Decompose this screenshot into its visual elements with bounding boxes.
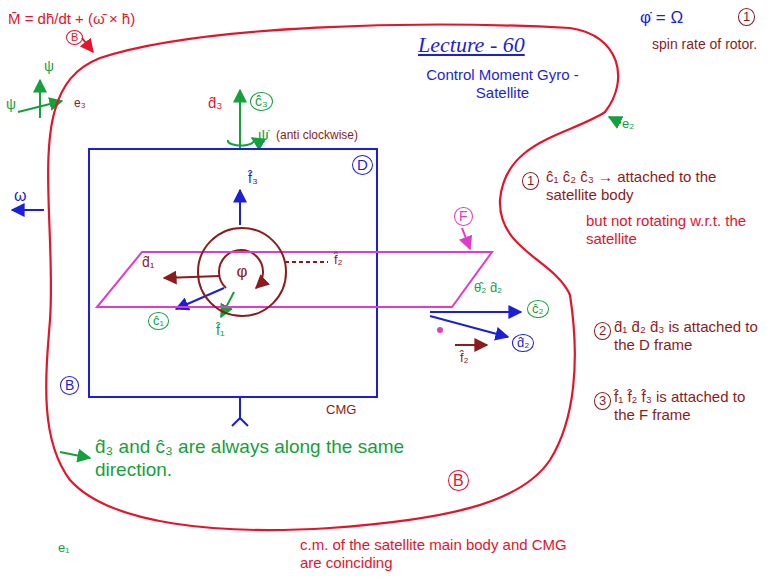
vector-label: d̂₂ <box>512 334 534 352</box>
axis-label: e₁ <box>58 540 70 556</box>
d2-arrow <box>430 316 508 337</box>
equation: M̄ = dh̄/dt + (ω̄ × h̄) <box>8 10 135 28</box>
rotor-disc: φ <box>197 227 287 317</box>
part-name: CMG <box>326 402 356 418</box>
axis-label: e₃ <box>74 96 86 110</box>
body-outline <box>46 25 618 530</box>
plane-outline <box>97 252 492 307</box>
frame-label: B <box>60 376 79 395</box>
vector-label: f̂₁ <box>216 322 225 339</box>
pointer-arrow <box>462 228 470 249</box>
vector-label: ĉ₂ <box>527 300 549 318</box>
equation: φ̇ = Ω <box>640 8 683 28</box>
note: (anti clockwise) <box>276 128 358 142</box>
spin-arrow <box>219 250 263 288</box>
list-number: 2 <box>594 322 611 340</box>
page-number: 1 <box>738 8 755 26</box>
axis-arrow <box>39 80 41 118</box>
vector-label: d̂₁ <box>142 254 155 271</box>
vector-label: ĉ₁ <box>148 312 169 330</box>
axis-label: e₂ <box>622 116 634 132</box>
f2-dashed-line <box>285 261 328 263</box>
note: ĉ₁ ĉ₂ ĉ₃ → attached to the satellite … <box>546 168 761 204</box>
f2-arrow <box>455 344 487 346</box>
pointer-arrow <box>609 117 621 123</box>
frame-label: B <box>66 30 83 45</box>
angle-label: ψ <box>6 96 16 113</box>
vector-label: f̂₂ <box>334 252 343 268</box>
point-dot <box>437 327 443 333</box>
axis-arrow <box>18 101 62 112</box>
note: f̂₁ f̂₂ f̂₃ is attached to the F frame <box>614 388 764 424</box>
note: but not rotating w.r.t. the satellite <box>586 212 761 248</box>
angle-label: ψ <box>44 58 54 75</box>
frame-label: B <box>448 470 469 491</box>
note: spin rate of rotor. <box>652 36 762 53</box>
outline <box>97 202 497 308</box>
rotor-angle: φ <box>236 262 247 282</box>
vector-label: ĉ₃ <box>250 92 273 111</box>
rotor-plane: Fφ <box>97 202 497 308</box>
vector-label: ω <box>14 186 27 205</box>
rate-label: ψ̇ <box>258 126 269 144</box>
rotation-arrow <box>228 138 254 146</box>
omega-arrow <box>12 209 44 211</box>
vector-label: d̂₃ <box>208 94 222 112</box>
gimbal-frame: DFφ <box>88 148 378 398</box>
frame-label: F <box>454 207 473 226</box>
note: d̂₁ d̂₂ d̂₃ is attached to the D frame <box>614 318 764 354</box>
d1-arrow <box>164 276 220 278</box>
vector-label: θ̂₂ d̂₂ <box>474 280 502 296</box>
lecture-title: Lecture - 60 <box>418 32 525 58</box>
f3-arrow <box>239 190 241 225</box>
frame-label: D <box>352 155 373 175</box>
note: d̂₃ and ĉ₃ are always along the same di… <box>95 436 480 482</box>
note: c.m. of the satellite main body and CMG … <box>300 536 590 572</box>
f1-arrow <box>221 292 234 317</box>
pointer-arrow <box>82 38 93 52</box>
gimbal-axis <box>239 90 241 148</box>
pivot-symbol <box>232 418 248 426</box>
vector-label: f̂₃ <box>248 170 258 187</box>
c1-arrow <box>176 288 224 309</box>
list-number: 3 <box>594 392 611 410</box>
pointer-arrow <box>60 452 90 458</box>
vector-label: f̂₂ <box>460 350 469 366</box>
c2-arrow <box>430 311 521 313</box>
list-number: 1 <box>522 172 539 190</box>
subtitle: Control Moment Gyro - Satellite <box>400 66 605 102</box>
